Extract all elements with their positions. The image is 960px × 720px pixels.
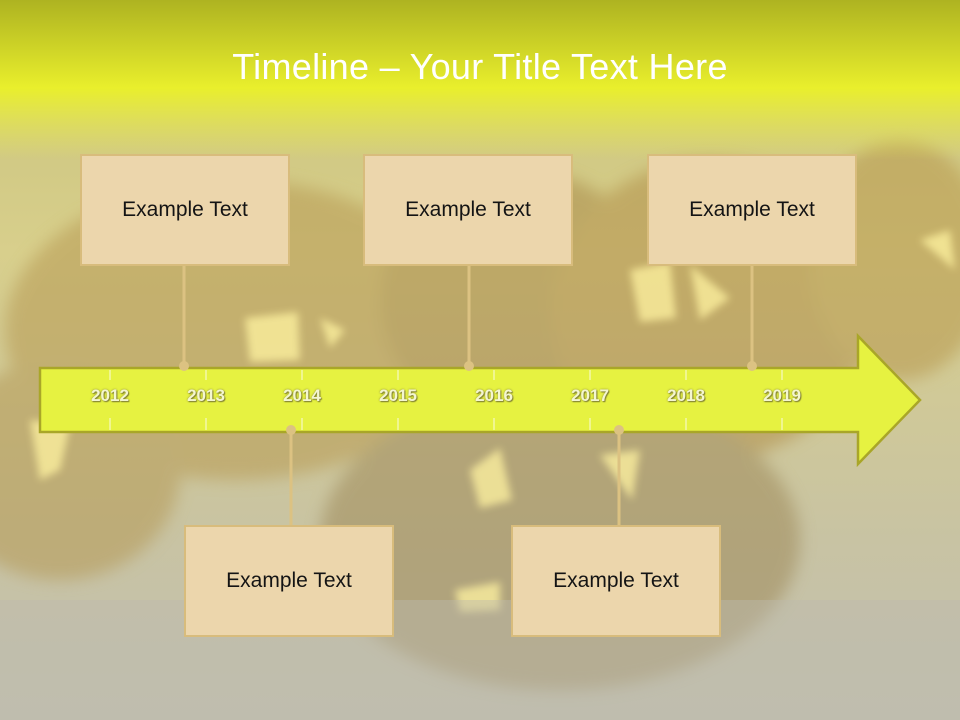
event-text-4: Example Text xyxy=(553,569,679,592)
year-label-2012: 2012 xyxy=(91,386,129,405)
event-box-5: Example Text xyxy=(647,154,857,266)
year-label-2013: 2013 xyxy=(187,386,225,405)
event-text-1: Example Text xyxy=(122,198,248,221)
connector-dot-1 xyxy=(179,361,189,371)
event-text-3: Example Text xyxy=(405,198,531,221)
event-text-5: Example Text xyxy=(689,198,815,221)
event-box-1: Example Text xyxy=(80,154,290,266)
connector-dot-4 xyxy=(614,425,624,435)
year-label-2015: 2015 xyxy=(379,386,417,405)
event-text-2: Example Text xyxy=(226,569,352,592)
event-box-2: Example Text xyxy=(184,525,394,637)
event-box-3: Example Text xyxy=(363,154,573,266)
timeline-arrow xyxy=(38,332,922,468)
event-box-4: Example Text xyxy=(511,525,721,637)
connector-lines xyxy=(182,266,754,525)
connector-dot-2 xyxy=(286,425,296,435)
year-label-2018: 2018 xyxy=(667,386,705,405)
year-label-2016: 2016 xyxy=(475,386,513,405)
connector-dot-5 xyxy=(747,361,757,371)
connector-dot-3 xyxy=(464,361,474,371)
year-label-2017: 2017 xyxy=(571,386,609,405)
connector-dots xyxy=(179,361,757,435)
year-label-2019: 2019 xyxy=(763,386,801,405)
year-ticks xyxy=(109,370,783,430)
slide-title: Timeline – Your Title Text Here xyxy=(232,46,728,87)
year-label-2014: 2014 xyxy=(283,386,321,405)
